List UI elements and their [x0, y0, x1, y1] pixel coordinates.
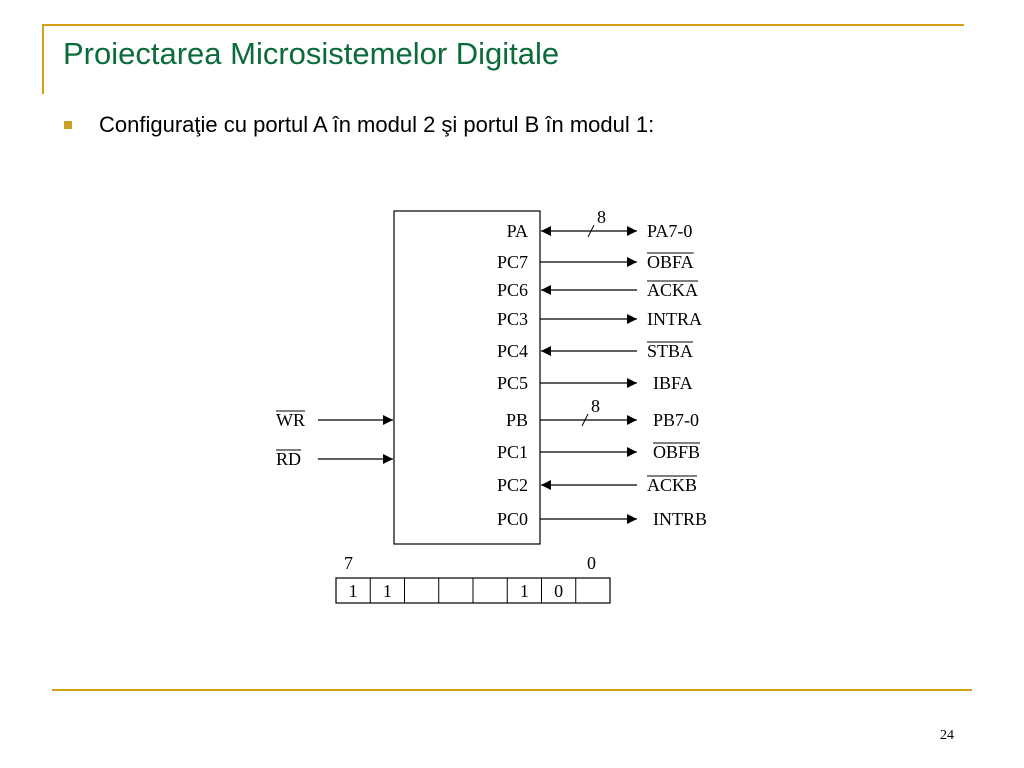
signal-label: STBA [647, 341, 693, 361]
signal-label: INTRB [653, 509, 707, 529]
control-word-register: 1 1 1 0 7 0 [335, 553, 611, 604]
pin-label: PC7 [497, 252, 528, 272]
register-lsb-label: 0 [587, 553, 596, 573]
pin-label: PC6 [497, 280, 528, 300]
register-bit: 0 [554, 581, 563, 601]
signal-label: PA7-0 [647, 221, 692, 241]
pin-label: PC5 [497, 373, 528, 393]
pin-row-pc0: PC0 INTRB [497, 509, 707, 529]
pin-row-pc2: PC2 ACKB [497, 475, 698, 495]
pin-row-pc4: PC4 STBA [497, 341, 694, 361]
pin-label: PB [506, 410, 528, 430]
slide-title: Proiectarea Microsistemelor Digitale [63, 36, 560, 71]
pin-label: PC3 [497, 309, 528, 329]
bullet-text: Configuraţie cu portul A în modul 2 şi p… [99, 112, 655, 137]
signal-label: ACKA [647, 280, 698, 300]
pin-label: PC0 [497, 509, 528, 529]
input-label: WR [276, 410, 305, 430]
register-bit: 1 [520, 581, 529, 601]
signal-label: IBFA [653, 373, 693, 393]
top-rule [42, 24, 964, 26]
bottom-rule [52, 689, 972, 691]
pin-row-pc7: PC7 OBFA [497, 252, 694, 272]
register-msb-label: 7 [344, 553, 353, 573]
pin-label: PA [507, 221, 528, 241]
signal-label: OBFA [647, 252, 694, 272]
bus-slash [587, 224, 595, 238]
bus-width-label: 8 [597, 207, 606, 227]
bus-slash [581, 413, 589, 427]
register-bit: 1 [349, 581, 358, 601]
input-wr: WR [276, 410, 393, 430]
left-inputs: WR RD [276, 410, 393, 469]
signal-label: ACKB [647, 475, 697, 495]
page-number: 24 [940, 728, 954, 743]
chip-body [393, 210, 541, 545]
signal-label: INTRA [647, 309, 702, 329]
pin-label: PC4 [497, 341, 528, 361]
pin-row-pc5: PC5 IBFA [497, 373, 693, 393]
input-rd: RD [276, 449, 393, 469]
pin-label: PC1 [497, 442, 528, 462]
signal-label: OBFB [653, 442, 700, 462]
signal-label: PB7-0 [653, 410, 699, 430]
title-accent-bar [42, 26, 44, 94]
pin-row-pc6: PC6 ACKA [497, 280, 699, 300]
input-label: RD [276, 449, 301, 469]
pin-row-pc1: PC1 OBFB [497, 442, 701, 462]
bullet-square-icon [64, 121, 72, 129]
bus-width-label: 8 [591, 396, 600, 416]
pin-row-pc3: PC3 INTRA [497, 309, 702, 329]
pin-label: PC2 [497, 475, 528, 495]
register-bit: 1 [383, 581, 392, 601]
bullet-item: Configuraţie cu portul A în modul 2 şi p… [64, 112, 654, 138]
